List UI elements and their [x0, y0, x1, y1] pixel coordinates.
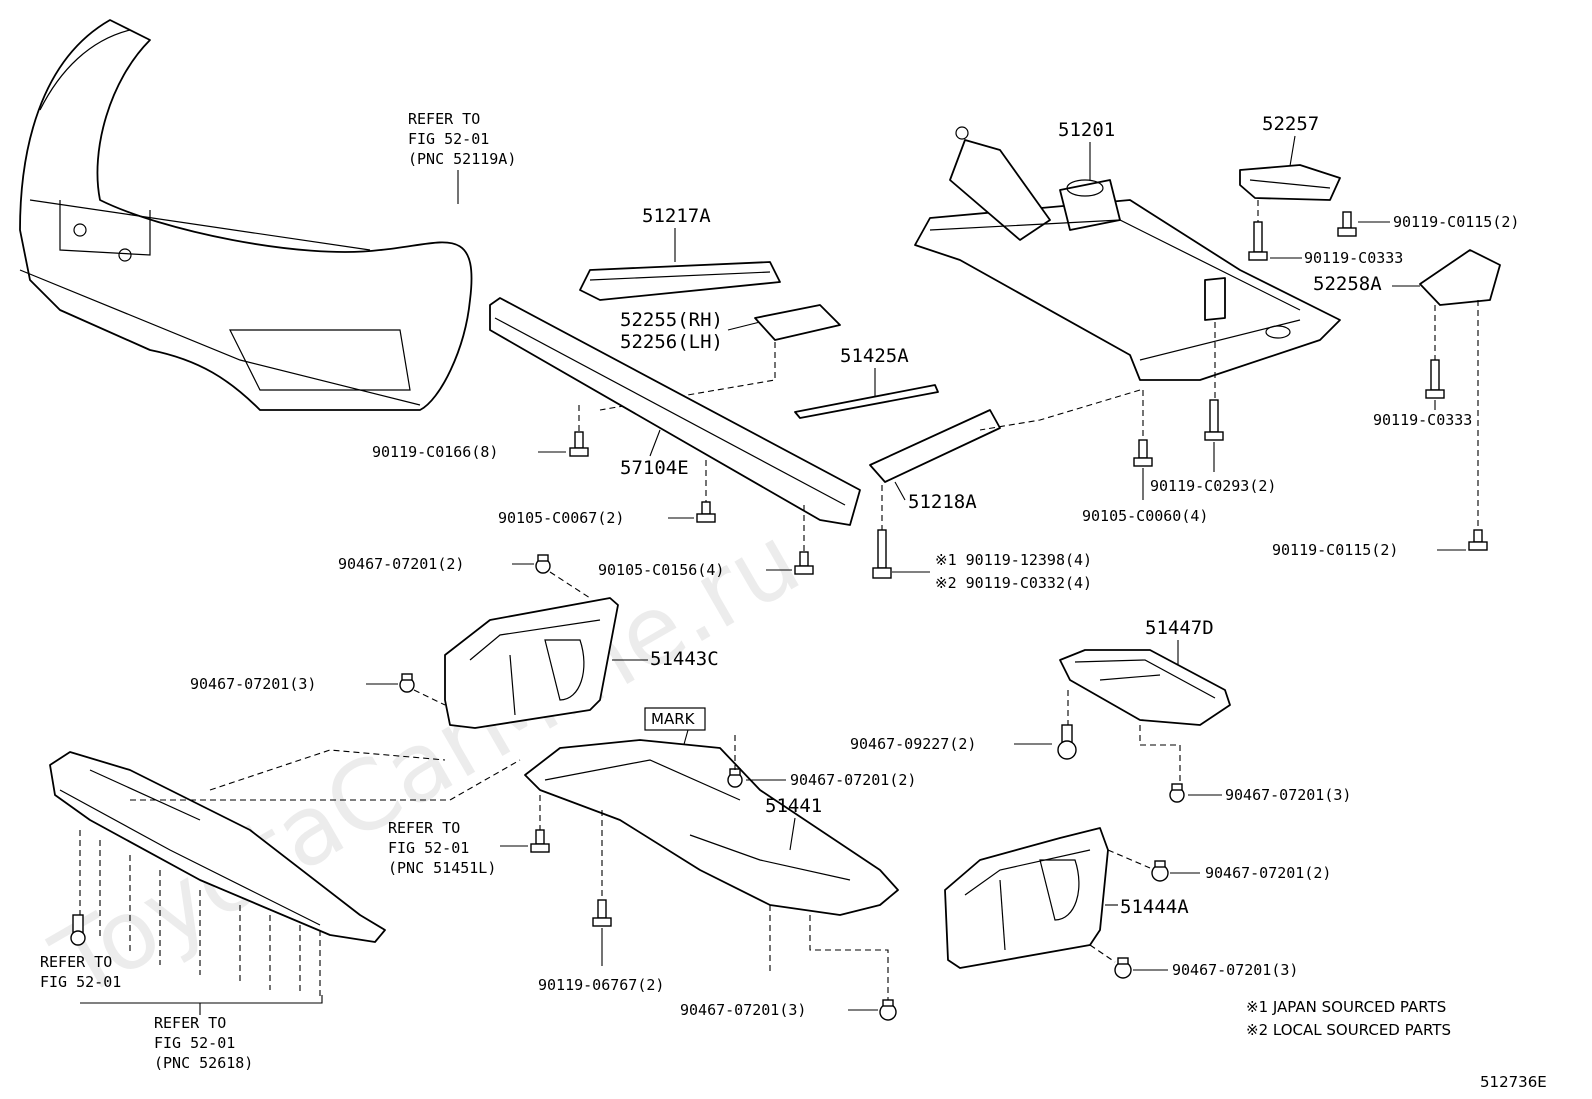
refer-clip-line3: (PNC 51451L) [388, 859, 496, 877]
bolt-12398 [872, 529, 892, 579]
bolt-c0115-bottom [1468, 529, 1488, 551]
part-51217A [579, 261, 781, 301]
bolt-c0333-top [1248, 221, 1268, 261]
bolt-c0166 [569, 431, 589, 457]
clip-09227 [1057, 724, 1077, 760]
bolt-c0067 [696, 501, 716, 523]
clip-lower-left [70, 914, 86, 946]
clip-07201-f [879, 999, 897, 1021]
bolt-c0293 [1204, 399, 1224, 441]
label-51425A: 51425A [840, 345, 909, 367]
clip-07201-g [1114, 957, 1132, 979]
fastener-c0115-top: 90119-C0115(2) [1393, 213, 1519, 231]
part-57104E [489, 297, 861, 526]
label-51447D: 51447D [1145, 617, 1214, 639]
bolt-c0156 [794, 551, 814, 575]
note-local-sourced: ※2 LOCAL SOURCED PARTS [1246, 1021, 1451, 1039]
bolt-c0333-right [1425, 359, 1445, 399]
fastener-07201-e: 90467-07201(2) [1205, 864, 1331, 882]
refer-lower-line2: FIG 52-01 [40, 973, 121, 991]
fastener-c0166: 90119-C0166(8) [372, 443, 498, 461]
label-51443C: 51443C [650, 648, 719, 670]
bolt-06767 [592, 899, 612, 927]
front-bumper-cover [19, 19, 473, 411]
fastener-07201-f: 90467-07201(3) [680, 1001, 806, 1019]
part-51441 [524, 739, 899, 916]
part-52255 [754, 304, 841, 341]
clip-07201-c [727, 768, 743, 788]
refer-spoiler-line2: FIG 52-01 [154, 1034, 235, 1052]
fastener-c0067: 90105-C0067(2) [498, 509, 624, 527]
part-51447D [1059, 649, 1231, 726]
part-51425A [794, 384, 939, 419]
bolt-c0060 [1133, 439, 1153, 467]
fastener-c0060: 90105-C0060(4) [1082, 507, 1208, 525]
clip-07201-a [535, 554, 551, 574]
refer-clip-line1: REFER TO [388, 819, 460, 837]
refer-lower-line1: REFER TO [40, 953, 112, 971]
mark-label: MARK [651, 710, 696, 728]
fastener-07201-d: 90467-07201(3) [1225, 786, 1351, 804]
fastener-06767: 90119-06767(2) [538, 976, 664, 994]
label-51444A: 51444A [1120, 896, 1189, 918]
clip-07201-e [1151, 860, 1169, 882]
part-51443C [444, 597, 619, 729]
label-51218A: 51218A [908, 491, 977, 513]
refer-bumper-line3: (PNC 52119A) [408, 150, 516, 168]
label-51217A: 51217A [642, 205, 711, 227]
refer-spoiler-line3: (PNC 52618) [154, 1054, 253, 1072]
fastener-c0293: 90119-C0293(2) [1150, 477, 1276, 495]
fastener-12398: ※1 90119-12398(4) [935, 551, 1092, 569]
refer-bumper-line1: REFER TO [408, 110, 480, 128]
bolt-c0115-top [1337, 211, 1357, 237]
label-52255: 52255(RH) [620, 309, 723, 331]
mark-box [644, 707, 706, 731]
refer-spoiler-line1: REFER TO [154, 1014, 226, 1032]
note-japan-sourced: ※1 JAPAN SOURCED PARTS [1246, 998, 1446, 1016]
clip-07201-d [1169, 783, 1185, 803]
fastener-09227: 90467-09227(2) [850, 735, 976, 753]
fastener-07201-b: 90467-07201(3) [190, 675, 316, 693]
part-52258A [1419, 249, 1501, 306]
label-52258A: 52258A [1313, 273, 1382, 295]
fastener-07201-g: 90467-07201(3) [1172, 961, 1298, 979]
label-52256: 52256(LH) [620, 331, 723, 353]
fastener-c0115-bottom: 90119-C0115(2) [1272, 541, 1398, 559]
fastener-c0156: 90105-C0156(4) [598, 561, 724, 579]
clip-07201-b [399, 673, 415, 693]
bolt-51451L [530, 829, 550, 853]
fastener-07201-a: 90467-07201(2) [338, 555, 464, 573]
part-51444A [944, 827, 1109, 969]
part-51218A [869, 409, 1001, 483]
fastener-c0333-top: 90119-C0333 [1304, 249, 1403, 267]
label-51441: 51441 [765, 795, 822, 817]
label-51201: 51201 [1058, 119, 1115, 141]
refer-bumper-line2: FIG 52-01 [408, 130, 489, 148]
fastener-07201-c: 90467-07201(2) [790, 771, 916, 789]
part-52257 [1239, 164, 1341, 201]
refer-clip-line2: FIG 52-01 [388, 839, 469, 857]
fastener-c0332: ※2 90119-C0332(4) [935, 574, 1092, 592]
label-52257: 52257 [1262, 113, 1319, 135]
part-51201 [914, 126, 1341, 381]
label-57104E: 57104E [620, 457, 689, 479]
fastener-c0333-right: 90119-C0333 [1373, 411, 1472, 429]
figure-code: 512736E [1480, 1073, 1547, 1091]
